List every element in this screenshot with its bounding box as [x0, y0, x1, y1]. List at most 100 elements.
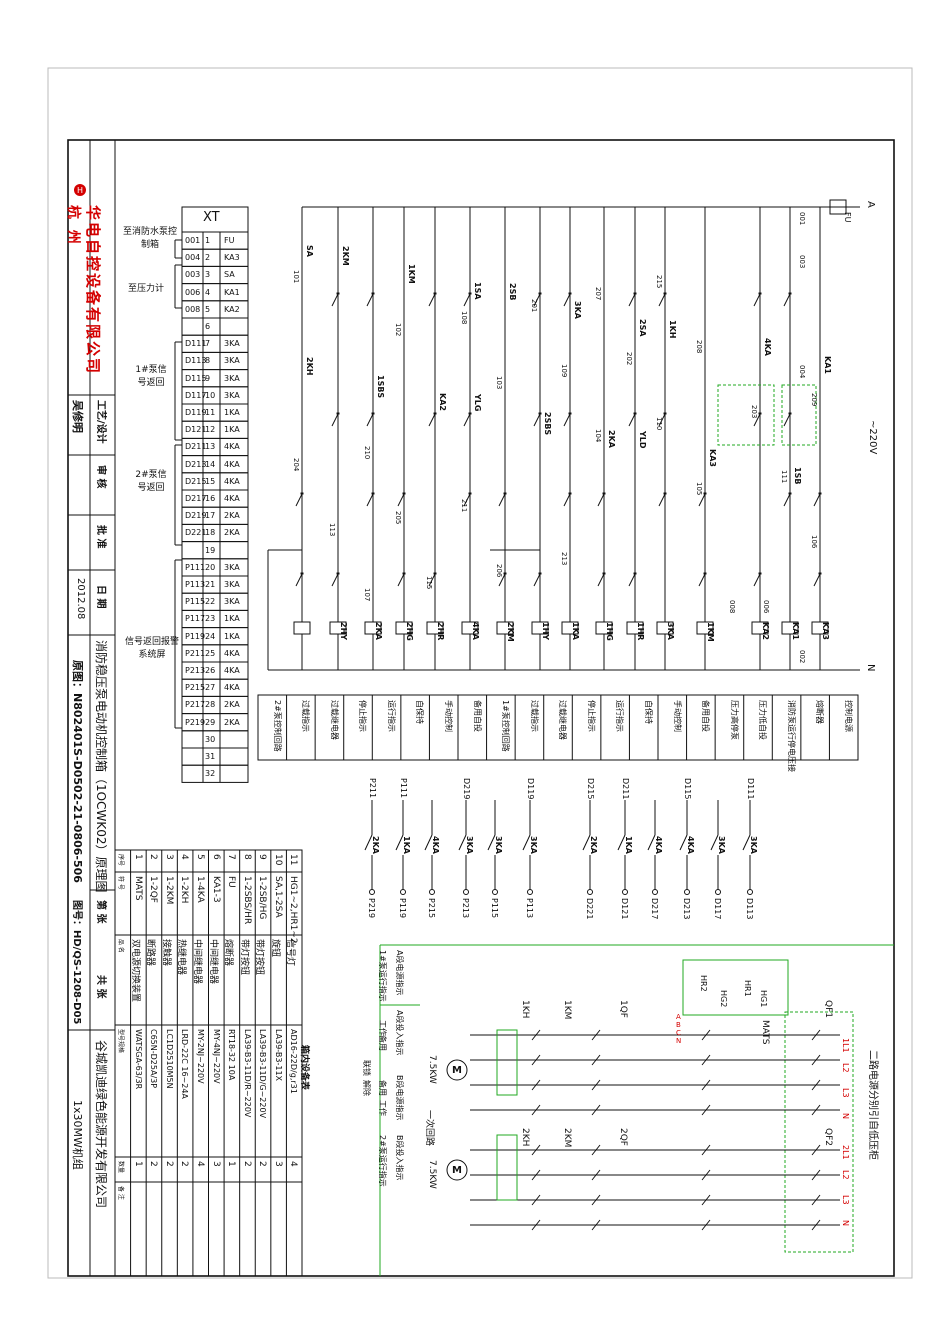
- phase-a: A: [865, 201, 876, 208]
- signal-bottom-terminal: P219: [367, 898, 376, 919]
- sheet-label: 第 张: [95, 900, 106, 924]
- terminal-number: 7: [205, 339, 211, 349]
- contact-label: KA2: [438, 393, 447, 411]
- phase-label: L2: [841, 1170, 850, 1180]
- motor-power: 7.5KW: [427, 1055, 437, 1084]
- terminal-device: 3KA: [224, 562, 240, 572]
- power-title: 二路电源分别引自低压柜: [867, 1050, 878, 1160]
- phase-label: 2L1: [841, 1145, 850, 1160]
- function-label: 备用自投: [472, 700, 482, 732]
- bom-cell: AD16-22D/g,r31: [289, 1029, 299, 1094]
- function-label: 备用自投: [701, 700, 711, 732]
- terminal-device: 2KA: [224, 528, 240, 538]
- node-label: 203: [750, 405, 758, 419]
- thermal-label: 1KH: [520, 1000, 530, 1019]
- function-label: 运行指示: [615, 700, 625, 732]
- signal-contact-label: 2KA: [371, 836, 380, 854]
- terminal-wire: P219: [185, 717, 206, 727]
- phase-label: L2: [841, 1063, 850, 1073]
- bom-cell: 1-2KH: [179, 876, 190, 904]
- contact-label: 1SA: [473, 282, 482, 300]
- date-value: 2012.08: [75, 578, 86, 620]
- ats-label: MATS: [760, 1020, 770, 1045]
- signal-contact-label: 4KA: [654, 836, 663, 854]
- breaker-label: 1QF: [618, 1000, 628, 1018]
- power-circuit: [379, 944, 894, 1276]
- signal-contact-label: 3KA: [465, 836, 474, 854]
- function-label: 自保持: [644, 700, 653, 724]
- terminal-wire: 006: [185, 287, 201, 297]
- terminal-wire: D213: [185, 459, 207, 469]
- switch-label: 解除: [362, 1080, 371, 1096]
- terminal-wire: D111: [185, 339, 207, 349]
- signal-bottom-terminal: D113: [745, 898, 754, 920]
- bom-cell: 中间继电器: [191, 939, 202, 985]
- node-label: 106: [810, 535, 818, 549]
- bom-cell: 1-2SBS/HR: [241, 876, 252, 925]
- role-review-label: 审 核: [95, 465, 106, 489]
- terminal-device: 4KA: [224, 442, 240, 452]
- terminal-wire: D115: [185, 373, 207, 383]
- wire-label: 004: [798, 365, 806, 379]
- function-label: 消防泵运行停电压接: [786, 700, 796, 772]
- phase-label: N: [841, 1220, 850, 1226]
- contact-label: 2SA: [638, 319, 647, 337]
- signal-bottom-terminal: P115: [490, 898, 499, 919]
- bom-cell: 旋钮: [269, 939, 280, 958]
- signal-contact-label: 3KA: [529, 836, 538, 854]
- motor-power: 7.5KW: [427, 1160, 437, 1189]
- terminal-device: 3KA: [224, 356, 240, 366]
- signal-contact-label: 3KA: [494, 836, 503, 854]
- terminal-wire: D211: [185, 442, 207, 452]
- bom-cell: HG1~2,HR1~2: [288, 876, 299, 944]
- contact-label: 1SBS: [376, 375, 385, 399]
- function-label: 熔断器: [815, 700, 825, 724]
- bom-table: [114, 849, 303, 1277]
- bom-header: 数量: [117, 1161, 124, 1174]
- signal-contact-label: 2KA: [589, 836, 598, 854]
- signal-contacts: [364, 800, 753, 895]
- bom-cell: RT18-32 10A: [227, 1029, 237, 1081]
- loop-label: 一次回路: [424, 1110, 434, 1147]
- terminal-number: 30: [205, 734, 216, 744]
- bom-cell: 1-2KM: [163, 876, 174, 905]
- bom-header: 品 名: [117, 939, 124, 953]
- phase-label: L3: [841, 1195, 850, 1205]
- function-label: 过载指示: [301, 700, 311, 732]
- company-name: 华电自控设备有限公司: [84, 205, 102, 376]
- bom-cell: 5: [194, 854, 205, 860]
- drawing-number: 图号：HD/QS-1208-D05: [71, 900, 82, 1025]
- drawing-border: [67, 139, 895, 1277]
- terminal-wire: P217: [185, 700, 206, 710]
- contact-label: KA3: [708, 449, 717, 467]
- terminal-wire: P117: [185, 614, 206, 624]
- bom-cell: MY-2NJ~220V: [195, 1029, 205, 1084]
- voltage-label: ~220V: [867, 420, 878, 455]
- coil-label: KA3: [821, 622, 830, 640]
- bom-header: 型号规格: [117, 1029, 124, 1054]
- terminal-number: 29: [205, 717, 216, 727]
- terminal-number: 25: [205, 648, 216, 658]
- terminal-device: 4KA: [224, 666, 240, 675]
- status-label: B段电源指示: [395, 1075, 404, 1121]
- terminal-number: 19: [205, 545, 216, 555]
- terminal-number: 10: [205, 390, 216, 400]
- node-label: 108: [460, 311, 468, 325]
- lamp-label: HG1: [759, 990, 768, 1008]
- terminal-number: 9: [205, 373, 211, 383]
- contact-label: 1KM: [407, 264, 416, 284]
- contact-label: 1SB: [793, 467, 802, 485]
- contact-label: 3KA: [573, 301, 582, 319]
- node-label: 205: [394, 511, 402, 525]
- bom-cell: 带灯按钮: [238, 939, 249, 976]
- bom-cell: 带灯按钮: [254, 939, 265, 976]
- motor-symbol: M: [452, 1165, 462, 1176]
- wire-label: 002: [798, 650, 806, 664]
- bom-cell: WATSGA-63/3R: [133, 1029, 143, 1090]
- bom-cell: LRD-22C 16~24A: [180, 1029, 190, 1099]
- coil-label: 2KM: [506, 622, 515, 642]
- function-label: 过载继电器: [558, 700, 568, 740]
- terminal-wire: D215: [185, 476, 207, 486]
- outer-frame: [47, 67, 913, 1279]
- node-label: 201: [530, 299, 538, 313]
